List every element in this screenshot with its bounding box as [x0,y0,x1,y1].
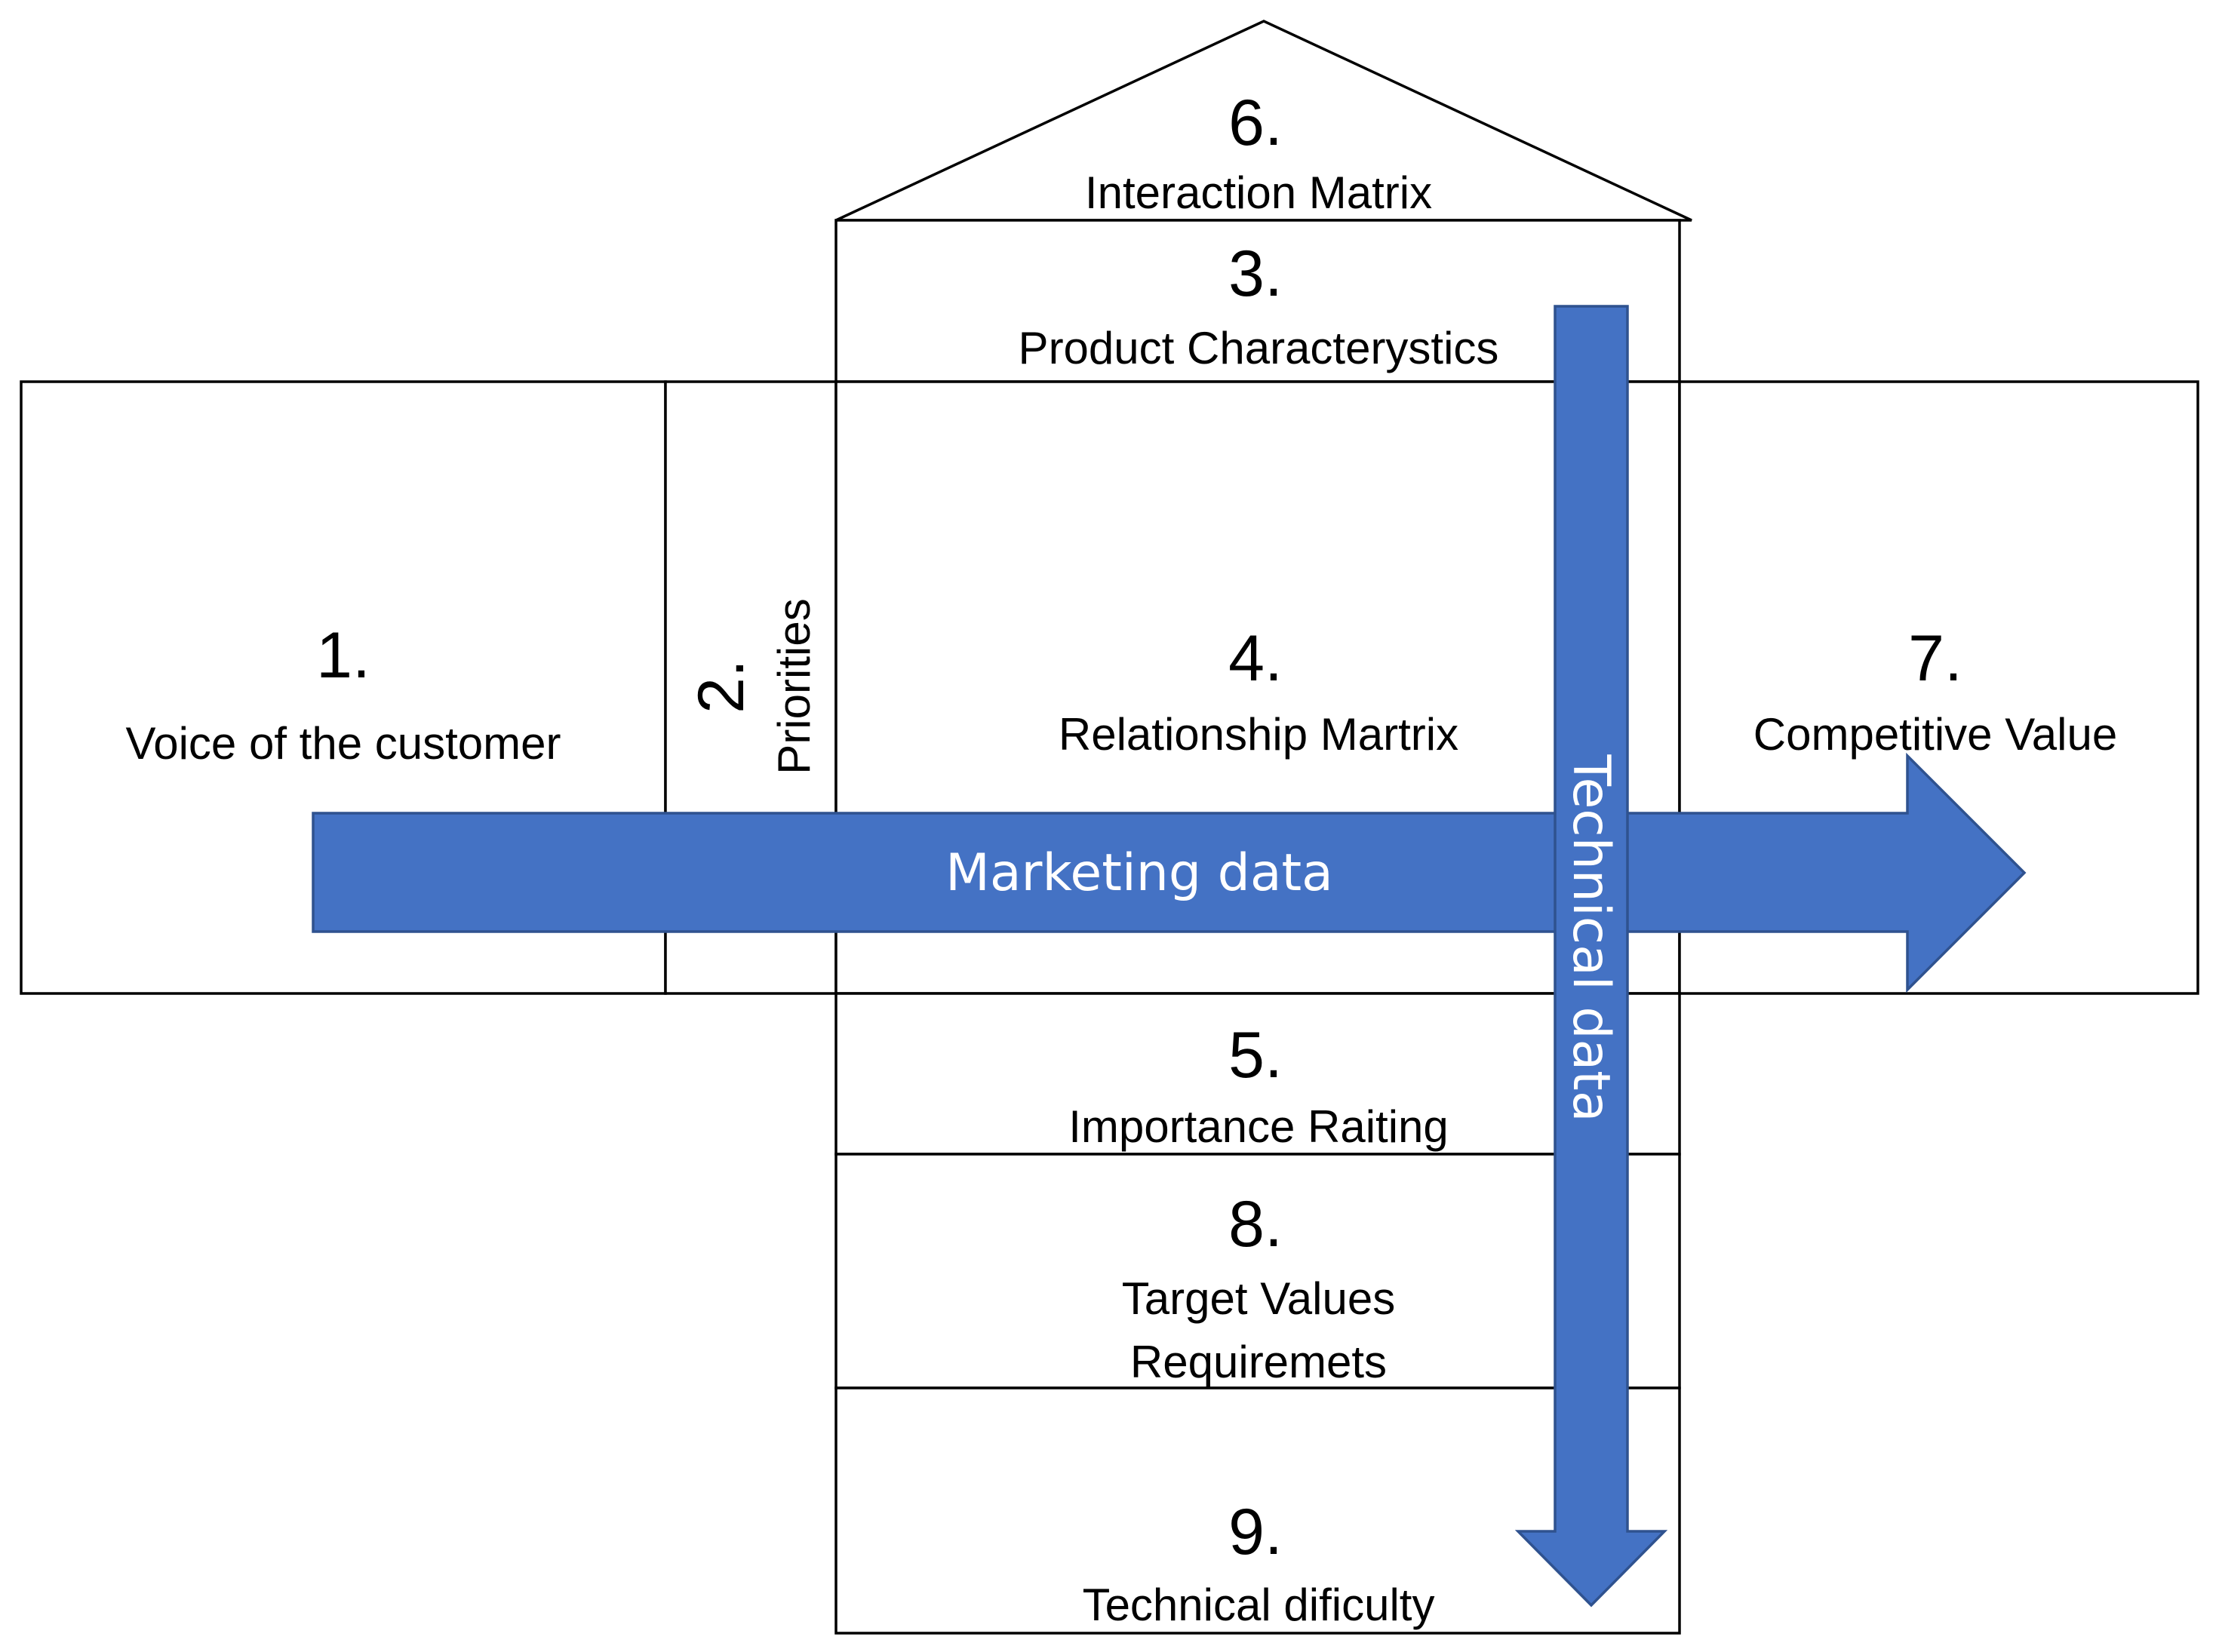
section-5-number: 5. [1228,1019,1283,1092]
section-6-number: 6. [1228,87,1283,159]
section-6-label: Interaction Matrix [1085,167,1432,218]
technical-data-label: Technical data [1561,754,1621,1122]
section-4-number: 4. [1228,622,1283,695]
technical-data-arrow [1514,305,1668,1607]
section-1-label: Voice of the customer [126,718,561,769]
section-9-number: 9. [1228,1496,1283,1568]
section-8-label-line2: Requiremets [1130,1337,1387,1387]
section-9-label: Technical dificulty [1083,1580,1435,1630]
box-technical-difficulty [834,1386,1681,1635]
section-8-number: 8. [1228,1188,1283,1260]
section-1-number: 1. [316,619,370,692]
section-7-number: 7. [1908,622,1962,695]
box-target-values [834,1153,1681,1389]
section-3-label: Product Characterystics [1019,323,1499,373]
section-8-label-line1: Target Values [1122,1273,1395,1324]
section-4-label: Relationship Martrix [1059,709,1458,760]
marketing-data-label: Marketing data [945,843,1333,903]
section-7-label: Competitive Value [1753,709,2117,760]
section-2-number: 2. [685,659,758,714]
section-5-label: Importance Raiting [1068,1101,1449,1152]
section-2-label: Priorities [769,598,819,774]
section-3-number: 3. [1228,238,1283,310]
box-importance-rating [834,992,1681,1156]
box-product-characteristics [834,219,1681,383]
